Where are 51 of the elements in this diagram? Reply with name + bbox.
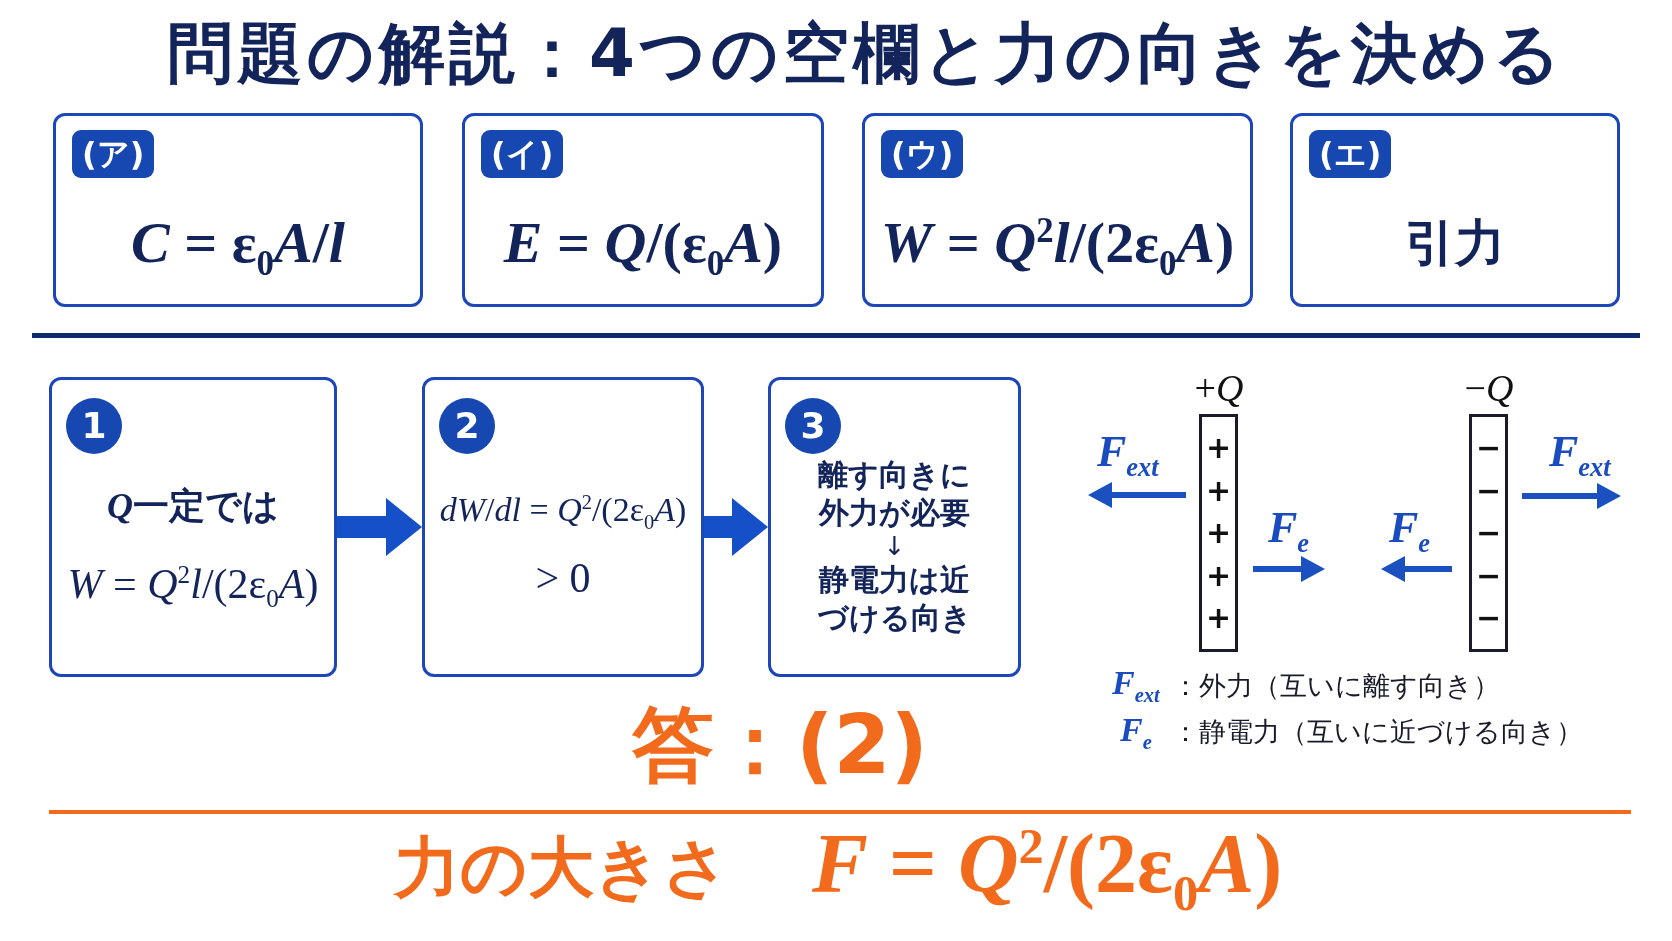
arrow [337,498,422,556]
force-label: F$_{e}$ [1389,506,1431,550]
answer-box [53,113,423,307]
charge-sign: + [1205,560,1232,591]
formula: W = Q$^{2}$l/(2ε$_{0}$A) [880,211,1235,275]
legend-text: ：静電力（互いに近づける向き） [1172,716,1583,749]
formula: > 0 [535,554,591,601]
symbol-label: F$_{e}$ [1120,713,1152,747]
step-box [768,377,1021,677]
arrow [704,498,768,556]
result-label: 力の大きさ [394,832,730,905]
explanation-text: 静電力は近づける向き [816,561,973,636]
title: 問題の解説：4つの空欄と力の向きを決める [167,16,1565,92]
result-formula: F = Q$^{2}$/(2ε$_{0}$A) [812,818,1283,911]
charge-sign: + [1205,603,1232,633]
step-number: 2 [439,398,495,454]
charge-label: −Q [1464,368,1514,408]
blank-label: (イ) [481,130,564,178]
charge-sign: − [1475,560,1502,591]
formula: dW/dl = Q$^{2}$/(2ε$_{0}$A) [439,491,687,529]
symbol-label: F$_{ext}$ [1112,666,1160,700]
charge-sign: − [1475,518,1502,548]
step-box [422,377,704,677]
answer-box [1290,113,1620,307]
blank-label: (エ) [1309,130,1392,178]
step-box [49,377,337,677]
force-label: F$_{e}$ [1268,506,1310,550]
blank-label: (ウ) [881,130,964,178]
answer-text: 答：(2) [632,700,928,791]
charge-sign: + [1205,433,1232,463]
charge-sign: − [1475,433,1502,463]
charge-sign: − [1475,475,1502,506]
force-label: F$_{ext}$ [1549,430,1611,474]
charge-sign: + [1205,518,1232,548]
formula: W = Q$^{2}$l/(2ε$_{0}$A) [67,561,319,608]
step-number: 1 [66,398,122,454]
charge-sign: − [1475,603,1502,633]
step-number: 3 [785,398,841,454]
condition-text: Q一定では [107,484,279,528]
answer-word: 引力 [1405,215,1505,271]
charge-label: +Q [1194,368,1244,408]
down-arrow-symbol: ↓ [883,533,906,559]
formula: C = ε$_{0}$A/l [131,211,345,275]
charge-sign: + [1205,475,1232,506]
formula: E = Q/(ε$_{0}$A) [503,211,783,275]
legend-text: ：外力（互いに離す向き） [1172,670,1500,703]
answer-box [462,113,824,307]
explanation-text: 離す向きに外力が必要 [817,456,972,531]
force-label: F$_{ext}$ [1097,430,1159,474]
answer-box [862,113,1253,307]
blank-label: (ア) [72,130,155,178]
